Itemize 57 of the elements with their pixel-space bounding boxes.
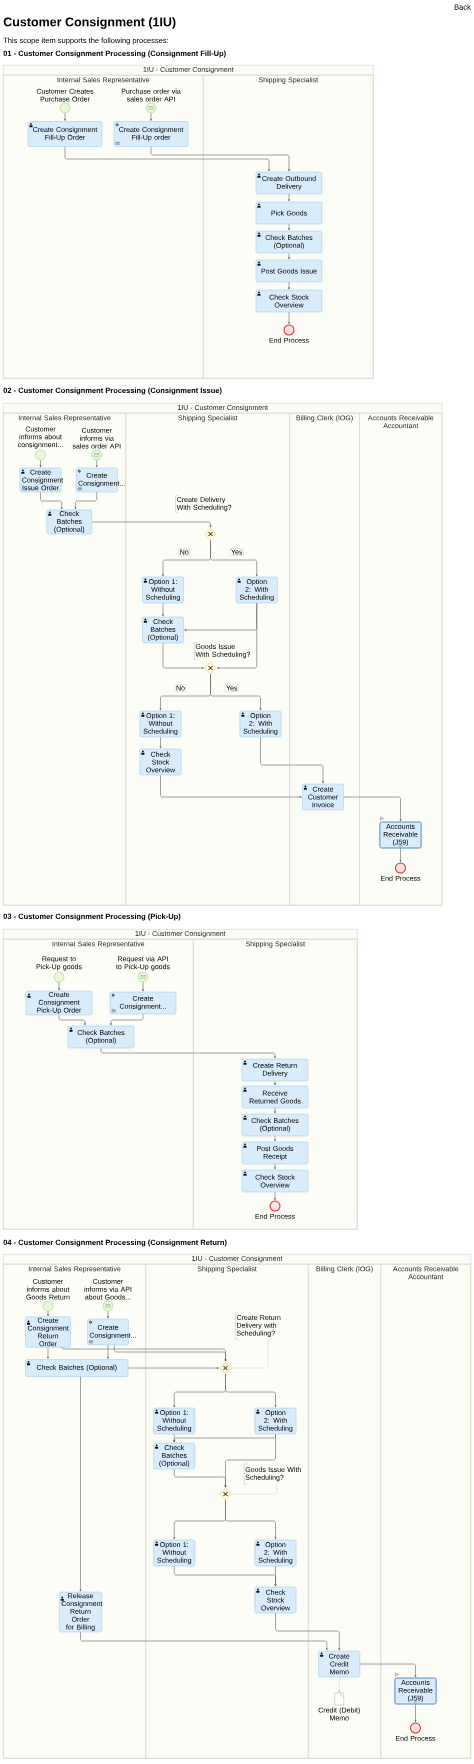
sequence-flow	[274, 1566, 277, 1587]
sequence-flow	[210, 540, 258, 577]
sequence-flow	[359, 1663, 417, 1678]
sequence-flow	[288, 223, 290, 231]
sequence-flow	[159, 737, 162, 749]
sequence-flow	[173, 1434, 276, 1443]
sequence-flow	[217, 603, 258, 669]
sequence-flow	[107, 1311, 109, 1319]
sequence-flow	[150, 112, 152, 121]
sequence-flow	[288, 253, 290, 260]
sequence-flow	[274, 1164, 276, 1170]
sequence-flow	[127, 1367, 219, 1369]
gateway-diamond	[204, 661, 217, 675]
sequence-flow	[113, 1345, 227, 1362]
sequence-flow	[58, 982, 60, 991]
sequence-flow	[288, 281, 290, 290]
sequence-flow	[274, 1136, 276, 1142]
page-title: Customer Consignment (1IU)	[3, 17, 176, 29]
association-line	[231, 1338, 269, 1369]
gateway-diamond	[204, 527, 217, 541]
gateway-diamond	[219, 1361, 232, 1375]
sequence-flow	[80, 1631, 328, 1651]
sequence-flow	[414, 1704, 417, 1723]
sequence-flow	[100, 1048, 276, 1059]
sequence-flow	[79, 1376, 82, 1592]
sequence-flow	[47, 1347, 49, 1359]
sequence-flow	[40, 492, 63, 510]
sequence-flow	[260, 737, 324, 784]
sequence-flow	[210, 674, 262, 711]
gateway-diamond	[219, 1487, 232, 1501]
sequence-flow	[64, 112, 66, 121]
association-line	[231, 1483, 278, 1495]
sequence-flow	[225, 1500, 277, 1540]
sequence-flow	[343, 796, 402, 822]
sequence-flow	[91, 521, 212, 528]
sequence-flow	[225, 1374, 277, 1408]
sequence-flow	[274, 1108, 276, 1114]
sequence-flow	[95, 460, 98, 468]
sequence-flow	[288, 193, 290, 202]
sequence-flow	[162, 603, 164, 617]
sequence-flow	[275, 1613, 341, 1651]
sequence-flow	[274, 1192, 276, 1201]
sequence-flow	[288, 311, 290, 325]
sequence-flow	[160, 775, 302, 798]
sequence-flow	[274, 1081, 276, 1086]
sequence-flow	[110, 1014, 144, 1026]
sequence-flow	[142, 982, 144, 992]
sequence-flow	[47, 1311, 49, 1317]
sequence-flow	[64, 146, 270, 172]
sequence-flow	[162, 643, 204, 669]
sequence-flow	[150, 146, 290, 172]
sequence-flow	[107, 1345, 109, 1359]
sequence-flow	[58, 1015, 86, 1026]
sequence-flow	[74, 492, 98, 510]
sequence-flow	[173, 1469, 227, 1488]
sequence-flow	[399, 848, 402, 863]
sequence-flow	[39, 460, 42, 468]
